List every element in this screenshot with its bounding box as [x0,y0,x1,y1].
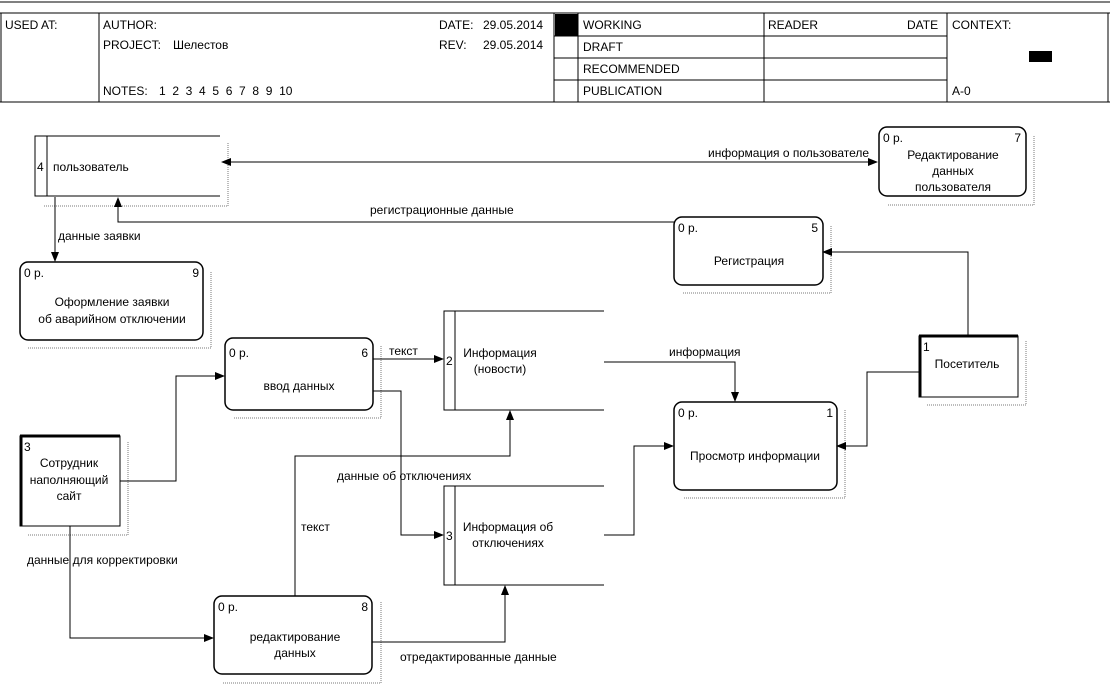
process-redaktirovanie-dannyh[interactable] [213,595,373,675]
process-5-label: Регистрация [714,254,784,268]
flow-text2-label: текст [301,520,330,534]
process-7-line3: пользователя [915,180,991,194]
store-2-number: 2 [446,354,453,368]
external-3-line2: наполняющий [30,473,109,487]
process-1-cost: 0 р. [678,406,698,420]
rev-value: 29.05.2014 [483,38,543,52]
store-3-line1: Информация об [463,520,553,534]
reader-date-label: DATE [907,18,938,32]
working-status-marker [555,14,578,36]
shadows [28,136,1035,684]
rev-label: REV: [439,38,467,52]
used-at-label: USED AT: [5,18,57,32]
flow-posetitel-to-registraciya[interactable] [822,248,969,336]
flow-outage-data[interactable] [373,390,444,539]
reader-label: READER [768,18,818,32]
flow-otklyucheniya-to-prosmotr[interactable] [604,442,674,536]
flow-text1-label: текст [389,344,418,358]
status-recommended: RECOMMENDED [583,62,680,76]
process-7-line1: Редактирование [907,148,999,162]
process-5-number: 5 [811,221,818,235]
process-8-line1: редактирование [250,630,341,644]
external-3-line3: сайт [57,489,82,503]
process-9-line2: об аварийном отключении [38,312,185,326]
flow-text-from-redaktirovanie[interactable] [294,410,514,596]
notes-label: NOTES: [103,84,148,98]
store-2-line1: Информация [463,346,536,360]
context-marker [1029,51,1052,62]
external-3-line1: Сотрудник [40,456,99,470]
flow-user-info-label: информация о пользователе [708,146,869,160]
process-6-number: 6 [361,346,368,360]
store-4-label: пользователь [53,160,129,174]
process-7-cost: 0 р. [883,131,903,145]
date-value: 29.05.2014 [483,18,543,32]
store-3-line2: отключениях [472,536,544,550]
store-polzovatel[interactable] [34,135,220,197]
process-6-cost: 0 р. [229,346,249,360]
flow-user-info[interactable] [221,158,878,166]
flow-information-label: информация [669,345,741,359]
notes-numbers: 1 2 3 4 5 6 7 8 9 10 [159,84,293,98]
process-prosmotr-informacii[interactable] [673,401,838,491]
process-9-line1: Оформление заявки [55,295,170,309]
flow-sotrudnik-to-vvod[interactable] [120,372,225,482]
process-5-cost: 0 р. [678,221,698,235]
process-9-cost: 0 р. [24,266,44,280]
author-label: AUTHOR: [103,18,157,32]
context-label: CONTEXT: [952,18,1011,32]
store-otklyucheniya[interactable] [443,485,604,586]
node-id: A-0 [952,84,971,98]
status-working: WORKING [583,18,642,32]
process-redaktirovanie-polzovatelya[interactable] [878,126,1027,197]
store-3-number: 3 [446,529,453,543]
store-2-line2: (новости) [474,362,526,376]
flow-request-data-label: данные заявки [58,229,141,243]
external-3-number: 3 [24,440,31,454]
process-oformlenie-zayavki[interactable] [19,261,204,341]
flow-information[interactable] [604,361,739,402]
store-novosti[interactable] [443,310,604,411]
project-label: PROJECT: [103,38,161,52]
process-6-label: ввод данных [264,379,335,393]
process-8-line2: данных [274,646,316,660]
process-1-label: Просмотр информации [690,449,820,463]
process-1-number: 1 [826,406,833,420]
flow-posetitel-to-prosmotr[interactable] [836,371,919,450]
external-1-number: 1 [923,340,930,354]
status-draft: DRAFT [583,40,624,54]
process-7-number: 7 [1014,131,1021,145]
date-label: DATE: [439,18,473,32]
flow-edited-data-label: отредактированные данные [400,650,557,664]
header-frame [0,1,1110,103]
flow-correction-data[interactable] [69,526,214,642]
status-publication: PUBLICATION [583,84,662,98]
process-8-cost: 0 р. [218,600,238,614]
process-9-number: 9 [192,266,199,280]
process-vvod-dannyh[interactable] [224,337,374,411]
process-7-line2: данных [932,164,974,178]
flow-correction-data-label: данные для корректировки [27,553,178,567]
external-1-label: Посетитель [935,357,1000,371]
project-value: Шелестов [173,38,228,52]
store-4-number: 4 [37,160,44,174]
flow-outage-data-label: данные об отключениях [337,469,471,483]
flow-edited-data[interactable] [372,585,509,643]
process-8-number: 8 [361,600,368,614]
flow-reg-data-label: регистрационные данные [370,203,514,217]
flow-reg-data[interactable] [114,197,674,223]
